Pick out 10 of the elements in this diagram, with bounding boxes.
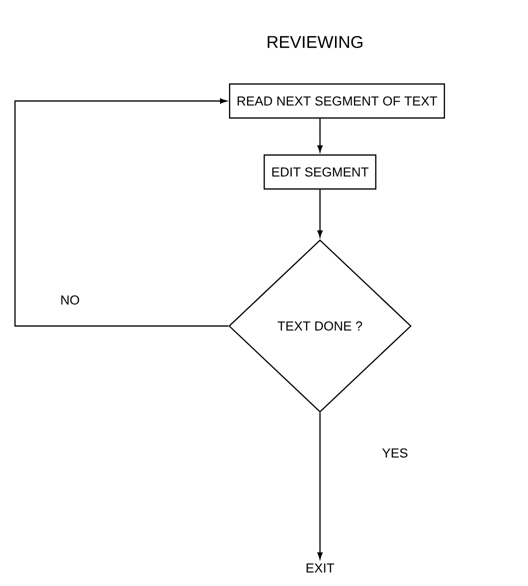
arrow — [317, 118, 323, 152]
title: REVIEWING — [268, 36, 362, 48]
exit-text: EXIT — [306, 564, 334, 572]
arrow — [317, 412, 323, 560]
edge-label: NO — [58, 293, 82, 307]
edge-label: YES — [380, 446, 410, 460]
arrow — [14, 98, 228, 327]
process-box: READ NEXT SEGMENT OF TEXT — [229, 83, 445, 119]
arrow — [317, 190, 323, 238]
process-box: EDIT SEGMENT — [264, 154, 376, 190]
